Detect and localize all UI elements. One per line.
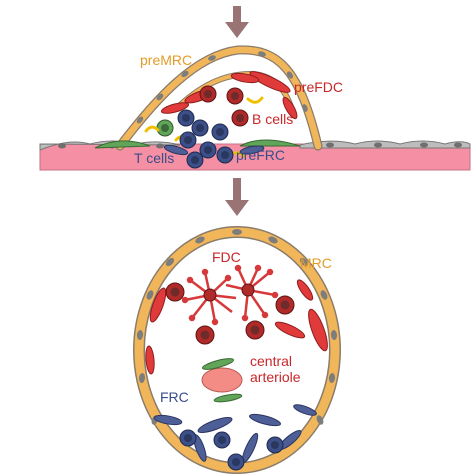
label-bcells: B cells xyxy=(252,111,293,127)
label-central: central xyxy=(250,353,292,369)
frc-cells xyxy=(153,404,317,464)
label-frc: FRC xyxy=(160,389,189,405)
panel-lymph-node: FDC MRC central arteriole FRC xyxy=(133,226,341,474)
fdc-network xyxy=(181,264,279,326)
middle-arrow xyxy=(225,178,249,216)
prefdc-cells xyxy=(160,71,298,120)
label-prefdc: preFDC xyxy=(294,79,343,95)
panel-anlage: preMRC preFDC B cells T cells preFRC xyxy=(39,45,471,171)
label-premrc: preMRC xyxy=(140,52,192,68)
premrc-nuclei xyxy=(136,51,308,124)
label-prefrc: preFRC xyxy=(236,147,285,163)
prefrc-cells xyxy=(163,144,265,156)
label-fdc: FDC xyxy=(212,249,241,265)
green-cells xyxy=(94,119,301,149)
node-b-cells xyxy=(165,282,295,345)
mrc-red-spindles xyxy=(145,279,328,375)
central-arteriole xyxy=(201,358,243,403)
top-arrow xyxy=(225,6,249,38)
label-arteriole: arteriole xyxy=(250,369,301,385)
label-tcells: T cells xyxy=(134,150,174,166)
fdc-cell-right xyxy=(225,264,279,322)
fdc-cell-left xyxy=(181,268,237,326)
t-cells xyxy=(177,109,234,169)
b-cells xyxy=(199,85,249,127)
label-mrc: MRC xyxy=(300,255,332,271)
node-t-cells xyxy=(179,429,284,471)
